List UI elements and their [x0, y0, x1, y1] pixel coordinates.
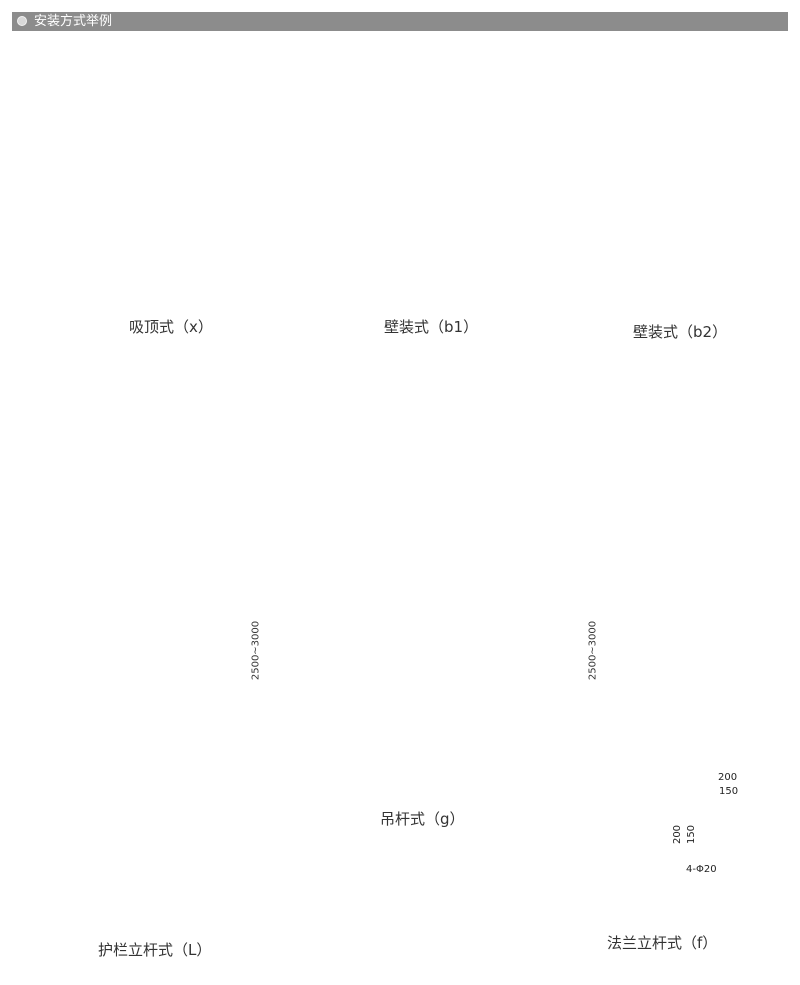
flange-height-inner: 150 [686, 824, 698, 845]
caption-railing-pole-mount: 护栏立杆式（L） [98, 941, 212, 959]
caption-pendant-mount: 吊杆式（g） [380, 810, 465, 828]
caption-ceiling-mount: 吸顶式（x） [129, 318, 213, 336]
diagram-wall-mount-b2 [626, 95, 786, 315]
flange-width-outer: 200 [718, 772, 738, 783]
caption-wall-mount-b2: 壁装式（b2） [633, 323, 728, 341]
bullet-icon [17, 16, 27, 26]
caption-wall-mount-b1: 壁装式（b1） [384, 318, 479, 336]
diagram-pendant-mount [360, 548, 505, 788]
diagram-wall-mount-b1 [383, 95, 528, 300]
diagram-railing-pole-mount [80, 380, 275, 905]
dimension-label-railing: 2500~3000 [250, 620, 262, 681]
dimension-label-flange-pole: 2500~3000 [587, 620, 599, 681]
flange-width-inner: 150 [719, 786, 739, 797]
section-header: 安装方式举例 [12, 12, 788, 31]
section-title: 安装方式举例 [34, 14, 113, 29]
flange-hole-spec: 4-Φ20 [686, 864, 717, 875]
caption-flange-pole-mount: 法兰立杆式（f） [607, 934, 718, 952]
flange-height-outer: 200 [672, 824, 684, 845]
diagram-ceiling-mount [95, 135, 250, 305]
